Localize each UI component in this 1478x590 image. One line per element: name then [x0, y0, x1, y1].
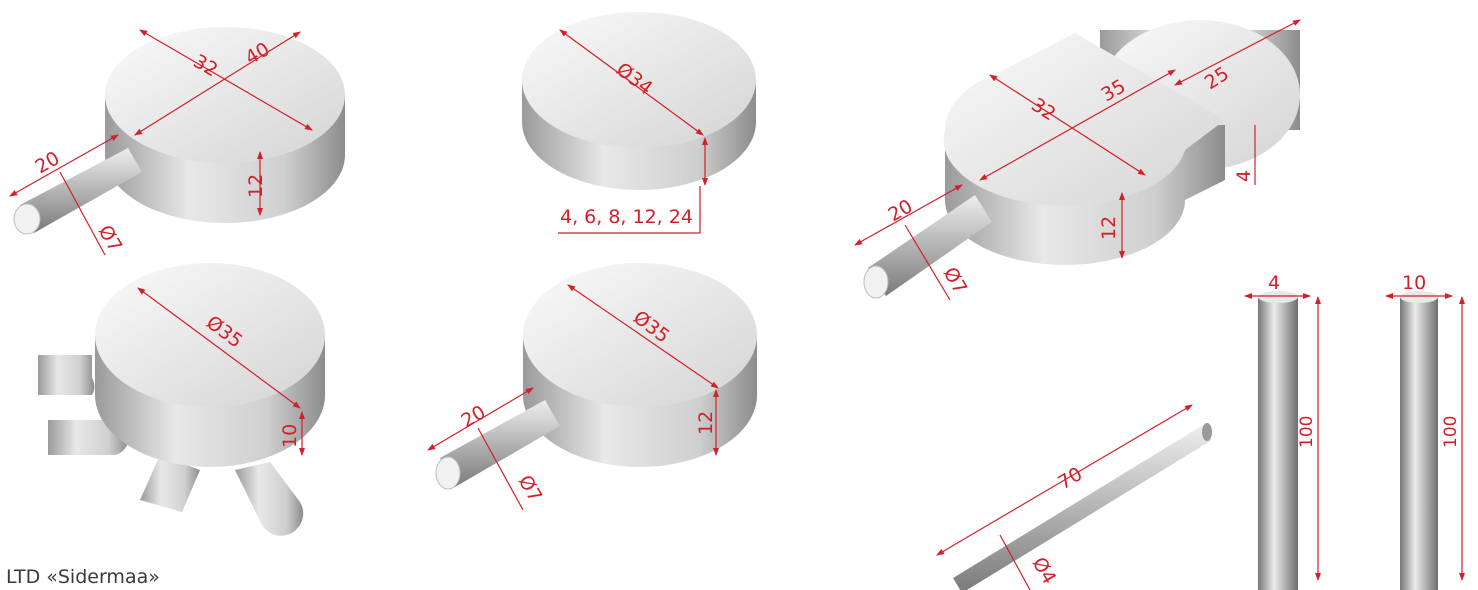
dim-disc-with-pin-height: 12: [245, 174, 267, 198]
dim-oval-step: 4: [1233, 170, 1255, 182]
company-name: LTD «Sidermaa»: [6, 566, 160, 588]
dim-rod-thick-dia: 10: [1402, 272, 1426, 294]
part-disc-35-with-pin: Ø35 20 Ø7 12: [427, 263, 757, 511]
dim-rod-thin-length: 100: [1297, 416, 1317, 448]
dim-rod-angled-dia: Ø4: [1028, 554, 1061, 588]
dim-disc-with-pin-pin-length: 20: [32, 147, 64, 178]
dim-disc-with-pin-pin-dia: Ø7: [94, 222, 127, 256]
dim-rod-thin-dia: 4: [1268, 272, 1280, 294]
dim-disc35-pin-length: 20: [458, 401, 490, 432]
part-disc-with-pin: 32 40 20 Ø7 12: [9, 27, 345, 256]
dim-oval-height: 12: [1098, 216, 1120, 240]
dim-rod-angled-length: 70: [1054, 463, 1086, 494]
dim-oval-pin-dia: Ø7: [939, 264, 972, 298]
dim-oval-pin-length: 20: [885, 195, 917, 226]
part-rod-thick: 10 100: [1385, 272, 1465, 590]
dim-disc-plain-heights: 4, 6, 8, 12, 24: [560, 206, 693, 228]
part-rod-thin: 4 100: [1244, 272, 1321, 590]
part-disc-plain: Ø34 4, 6, 8, 12, 24: [522, 12, 756, 234]
dim-disc35-height: 12: [695, 411, 717, 435]
dim-lugs-height: 10: [279, 424, 301, 448]
part-disc-with-lugs: Ø35 10: [38, 263, 325, 536]
part-oval-with-pin: 32 35 25 20 Ø7 12 4: [854, 19, 1301, 301]
dim-rod-thick-length: 100: [1441, 416, 1461, 448]
part-rod-angled: 70 Ø4: [936, 404, 1212, 590]
